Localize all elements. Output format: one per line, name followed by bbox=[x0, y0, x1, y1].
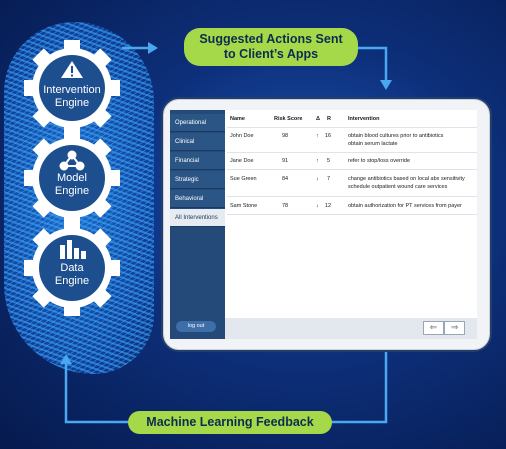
bar-chart-icon bbox=[60, 240, 86, 259]
next-page-button[interactable]: ⇒ bbox=[444, 321, 465, 335]
gear-data-engine bbox=[24, 220, 120, 316]
nav-item-all-interventions[interactable]: All Interventions bbox=[170, 209, 225, 227]
cell-name: John Doe bbox=[230, 133, 254, 139]
suggested-actions-pill: Suggested Actions Sent to Client’s Apps bbox=[184, 28, 358, 66]
cell-intervention-2: obtain serum lactate bbox=[348, 141, 398, 147]
gear-model-engine bbox=[24, 130, 120, 226]
arrow-left-icon: ⇐ bbox=[429, 322, 438, 332]
engine-label-line: Model bbox=[57, 172, 87, 184]
nav-item-operational[interactable]: Operational bbox=[170, 114, 225, 132]
engine-label-line: Engine bbox=[54, 97, 90, 109]
cell-intervention: obtain authorization for PT services fro… bbox=[348, 203, 462, 209]
cell-intervention-2: schedule outpatient wound care services bbox=[348, 184, 448, 190]
cell-r: 16 bbox=[325, 133, 332, 139]
arrow-right-icon: ⇒ bbox=[450, 322, 459, 332]
cell-intervention: change antibiotics based on local abx se… bbox=[348, 176, 465, 182]
column-header-intervention[interactable]: Intervention bbox=[348, 116, 380, 122]
cell-risk-score: 98 bbox=[282, 133, 289, 139]
column-header-r[interactable]: R bbox=[327, 116, 331, 122]
row-divider bbox=[227, 127, 477, 128]
app-screen: Operational Clinical Financial Strategic… bbox=[170, 110, 477, 339]
arrow-head bbox=[380, 80, 392, 90]
engine-label: Intervention Engine bbox=[27, 84, 117, 110]
column-header-name[interactable]: Name bbox=[230, 116, 245, 122]
cell-direction: ↓ bbox=[316, 203, 319, 209]
sidebar-nav: Operational Clinical Financial Strategic… bbox=[170, 110, 225, 339]
arrow-head bbox=[148, 42, 158, 54]
cell-direction: ↑ bbox=[316, 133, 319, 139]
cell-name: Sam Stone bbox=[230, 203, 258, 209]
warning-icon bbox=[61, 61, 83, 78]
pill-line: to Client’s Apps bbox=[223, 47, 319, 61]
cell-name: Jane Doe bbox=[230, 158, 254, 164]
column-header-delta[interactable]: Δ bbox=[316, 116, 320, 122]
row-divider bbox=[227, 214, 477, 215]
machine-learning-feedback-pill: Machine Learning Feedback bbox=[128, 411, 332, 434]
pill-line: Suggested Actions Sent bbox=[199, 32, 343, 46]
cell-r: 5 bbox=[327, 158, 331, 164]
logout-button[interactable]: log out bbox=[176, 321, 216, 332]
engine-label: Data Engine bbox=[27, 262, 117, 288]
cell-risk-score: 78 bbox=[282, 203, 289, 209]
engine-label-line: Data bbox=[60, 262, 84, 274]
table-footer bbox=[225, 318, 477, 339]
cell-intervention: refer to stop/loss override bbox=[348, 158, 411, 164]
engine-label-line: Engine bbox=[54, 185, 90, 197]
engine-label-line: Intervention bbox=[43, 84, 101, 96]
cell-r: 7 bbox=[327, 176, 331, 182]
nav-item-strategic[interactable]: Strategic bbox=[170, 171, 225, 189]
engine-label: Model Engine bbox=[27, 172, 117, 198]
pill-text: Machine Learning Feedback bbox=[146, 415, 314, 429]
cell-direction: ↑ bbox=[316, 158, 319, 164]
cell-risk-score: 84 bbox=[282, 176, 289, 182]
cell-risk-score: 91 bbox=[282, 158, 289, 164]
arrow-head bbox=[60, 354, 72, 364]
nav-item-behavioral[interactable]: Behavioral bbox=[170, 190, 225, 208]
row-divider bbox=[227, 152, 477, 153]
cell-name: Sue Green bbox=[230, 176, 257, 182]
cell-r: 12 bbox=[325, 203, 332, 209]
nav-item-clinical[interactable]: Clinical bbox=[170, 133, 225, 151]
engine-label-line: Engine bbox=[54, 275, 90, 287]
column-header-risk-score[interactable]: Risk Score bbox=[274, 116, 303, 122]
cell-direction: ↓ bbox=[316, 176, 319, 182]
nav-item-financial[interactable]: Financial bbox=[170, 152, 225, 170]
row-divider bbox=[227, 169, 477, 170]
row-divider bbox=[227, 196, 477, 197]
cell-intervention: obtain blood cultures prior to antibioti… bbox=[348, 133, 444, 139]
network-icon bbox=[59, 150, 85, 171]
gear-intervention-engine bbox=[24, 40, 120, 136]
prev-page-button[interactable]: ⇐ bbox=[423, 321, 444, 335]
